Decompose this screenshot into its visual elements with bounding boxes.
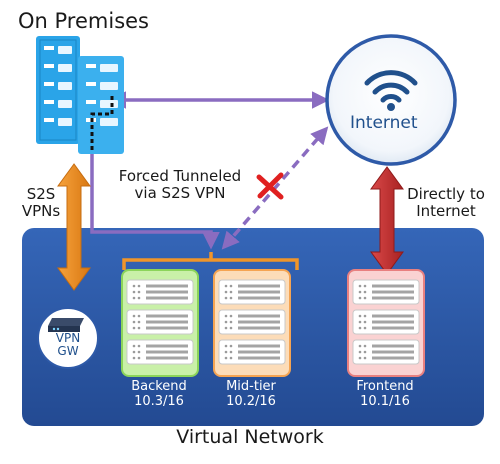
router-icon xyxy=(48,318,84,332)
subnet-name: Frontend xyxy=(356,379,414,394)
forced-tunnel-label: Forced Tunneled via S2S VPN xyxy=(100,168,260,202)
server-unit-icon xyxy=(126,339,194,365)
subnet-frontend-label: Frontend 10.1/16 xyxy=(340,379,430,409)
on-premises-title: On Premises xyxy=(18,9,149,33)
virtual-network-label: Virtual Network xyxy=(176,426,324,448)
subnet-group-bracket xyxy=(122,252,299,270)
blocked-internet-path xyxy=(221,126,329,250)
forced-line-1: Forced Tunneled xyxy=(118,167,242,185)
server-unit-icon xyxy=(218,339,286,365)
subnet-midtier-label: Mid-tier 10.2/16 xyxy=(206,379,296,409)
internet-label: Internet xyxy=(350,113,418,133)
subnet-name: Backend xyxy=(131,379,187,394)
server-unit-icon xyxy=(126,309,194,335)
s2s-vpn-label: S2S VPNs xyxy=(15,186,67,220)
direct-internet-arrow xyxy=(370,166,404,275)
subnet-range: 10.2/16 xyxy=(226,393,276,409)
wifi-icon xyxy=(364,70,418,103)
server-unit-icon xyxy=(218,309,286,335)
forced-tunnel-route xyxy=(90,150,220,250)
blocked-cross-icon xyxy=(256,172,284,200)
subnet-range: 10.1/16 xyxy=(360,393,410,409)
subnet-name: Mid-tier xyxy=(226,379,276,394)
server-unit-icon xyxy=(352,339,420,365)
s2s-line-1: S2S xyxy=(26,185,56,203)
s2s-line-2: VPNs xyxy=(21,201,61,220)
vpn-gateway xyxy=(37,307,99,369)
direct-internet-label: Directly to Internet xyxy=(396,186,496,220)
on-premises-servers xyxy=(36,36,124,154)
subnet-frontend-box xyxy=(347,269,425,377)
server-unit-icon xyxy=(352,279,420,305)
s2s-vpn-arrow xyxy=(57,163,91,291)
forced-line-2: via S2S VPN xyxy=(134,183,226,202)
direct-line-2: Internet xyxy=(416,201,476,220)
server-unit-icon xyxy=(352,309,420,335)
subnet-range: 10.3/16 xyxy=(134,393,184,409)
vpn-gateway-label: VPN GW xyxy=(44,331,92,359)
subnet-backend-box xyxy=(121,269,199,377)
internet-cloud xyxy=(325,34,457,166)
server-unit-icon xyxy=(218,279,286,305)
subnet-midtier-box xyxy=(213,269,291,377)
subnet-backend-label: Backend 10.3/16 xyxy=(114,379,204,409)
server-unit-icon xyxy=(126,279,194,305)
vpn-gw-line-1: VPN xyxy=(55,331,81,345)
vpn-gw-line-2: GW xyxy=(57,344,79,359)
direct-line-1: Directly to xyxy=(407,185,485,203)
